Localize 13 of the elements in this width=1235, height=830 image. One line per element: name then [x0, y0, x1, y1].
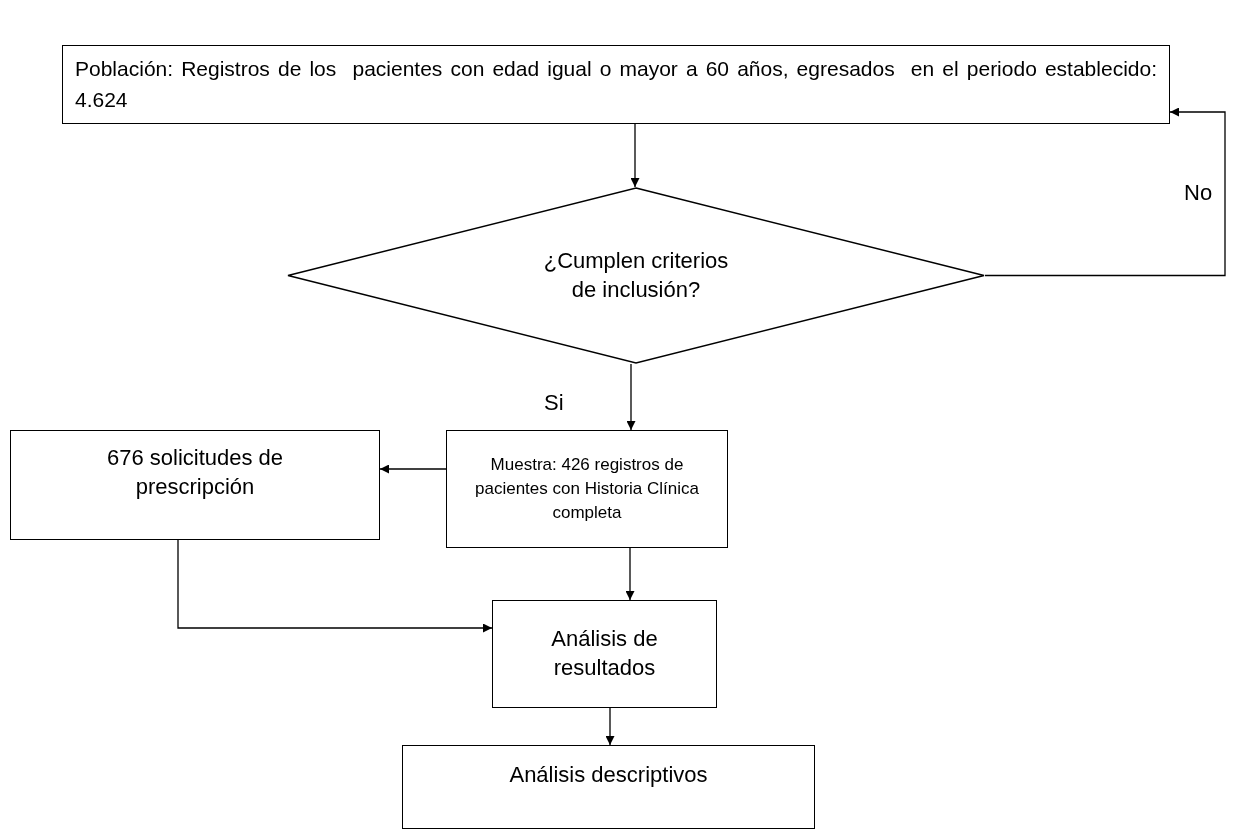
process-box: 676 solicitudes de prescripción [10, 430, 380, 540]
arrow [626, 363, 636, 431]
arrow [605, 707, 615, 746]
process-box: Análisis de resultados [492, 600, 717, 708]
process-box: Población: Registros de los pacientes con edad igual o mayor a 60 años, egresados en el periodo establecido: 4.624 [62, 45, 1170, 124]
arrow [630, 123, 640, 188]
arrow [625, 547, 635, 601]
process-box: Análisis descriptivos [402, 745, 815, 829]
arrow [379, 464, 447, 474]
arrow [984, 107, 1226, 277]
arrow [177, 539, 493, 633]
process-box: Muestra: 426 registros de pacientes con Historia Clínica completa [446, 430, 728, 548]
decision-diamond: ¿Cumplen criterios de inclusión? [287, 187, 985, 364]
